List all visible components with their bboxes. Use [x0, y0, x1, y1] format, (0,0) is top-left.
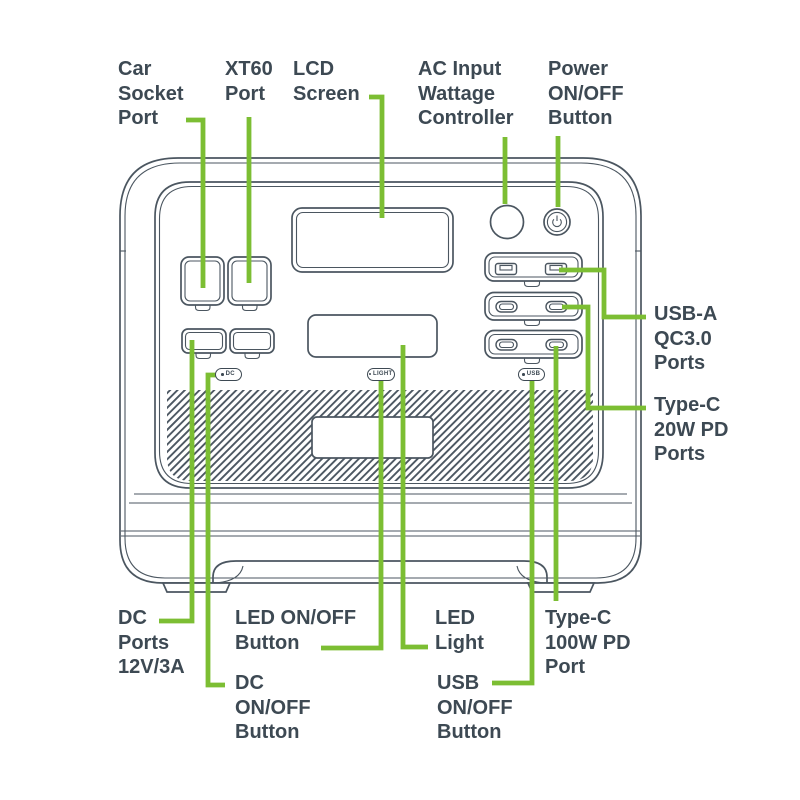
label-led-light: LED Light: [435, 607, 484, 654]
ac-outlet-area: [311, 416, 434, 459]
label-type-c-20w-pd-ports: Type-C 20W PD Ports: [654, 394, 729, 465]
label-usb-a-qc3-ports: USB-A QC3.0 Ports: [654, 303, 718, 374]
usb-onoff-button-pill: USB: [517, 367, 545, 381]
leader-usb-onoff: [492, 381, 535, 686]
lcd-screen-inner: [295, 211, 450, 269]
label-type-c-100w-pd-port: Type-C 100W PD Port: [545, 607, 631, 678]
dc-pill-label: DC: [225, 371, 235, 378]
indicator-dot: [368, 372, 371, 376]
leader-lcd: [369, 94, 385, 218]
label-dc-on-off-button: DC ON/OFF Button: [235, 672, 311, 743]
indicator-dot: [221, 373, 224, 376]
led-light-panel: [307, 314, 438, 358]
leader-type-c-20w: [562, 304, 646, 411]
dc-port-right: [229, 328, 275, 360]
label-led-on-off-button: LED ON/OFF Button: [235, 607, 357, 654]
foot-right: [526, 582, 596, 593]
front-panel-inner-line: [158, 185, 600, 485]
type-c-100w-port-panel: [484, 329, 583, 365]
label-usb-on-off-button: USB ON/OFF Button: [437, 672, 513, 743]
power-button-inner: [546, 211, 568, 233]
handle-lip-left: [215, 565, 244, 584]
dc-onoff-button-pill: DC: [214, 367, 242, 381]
usb-pill-label: USB: [526, 371, 541, 378]
device-body-outline: [119, 157, 642, 584]
usb-a-port-panel: [484, 252, 583, 288]
indicator-dot: [522, 373, 525, 376]
leader-usb-a: [559, 267, 646, 320]
leader-dc-onoff: [205, 372, 225, 688]
light-onoff-button-pill: LIGHT: [366, 367, 395, 381]
ac-input-knob: [489, 204, 525, 240]
light-pill-label: LIGHT: [373, 371, 393, 377]
label-dc-ports-12v-3a: DC Ports 12V/3A: [118, 607, 185, 678]
label-lcd-screen: LCD Screen: [293, 58, 360, 105]
foot-left: [161, 582, 232, 593]
leader-car-socket: [186, 117, 206, 288]
device-body-inner-line: [124, 162, 637, 579]
leader-dc-ports: [159, 340, 195, 624]
front-panel: [154, 181, 604, 489]
label-xt60-port: XT60 Port: [225, 58, 273, 105]
leader-lines: [159, 94, 646, 688]
label-power-on-off-button: Power ON/OFF Button: [548, 58, 624, 129]
leader-led-light: [400, 345, 428, 650]
dc-port-left: [181, 328, 227, 360]
knob-notch: [495, 233, 501, 238]
leader-led-onoff: [321, 381, 384, 651]
power-button-shape: [543, 208, 571, 236]
label-car-socket-port: Car Socket Port: [118, 58, 184, 129]
power-icon: [552, 218, 562, 228]
label-ac-input-wattage-controller: AC Input Wattage Controller: [418, 58, 514, 129]
lcd-screen-shape: [291, 207, 454, 273]
